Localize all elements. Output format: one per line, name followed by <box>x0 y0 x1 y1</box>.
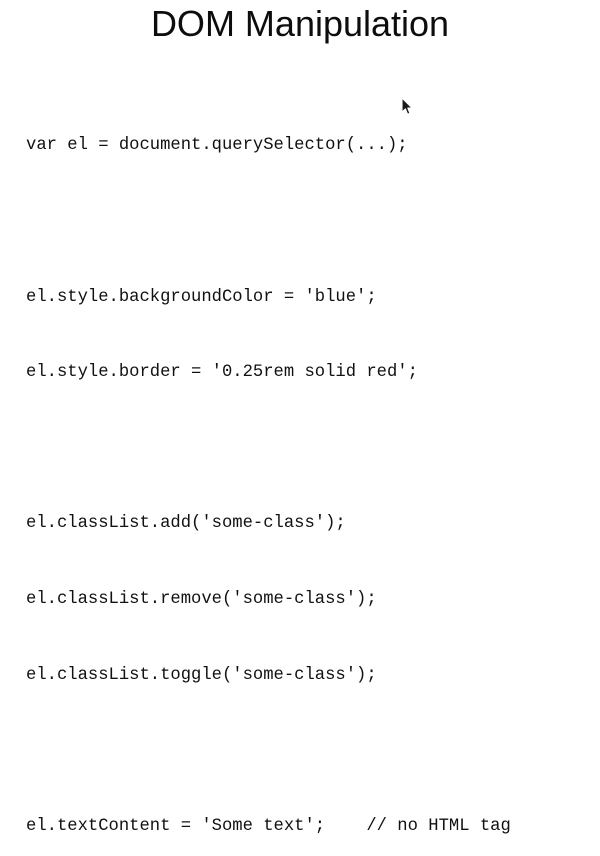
code-line-blank <box>26 209 600 234</box>
slide-canvas: DOM Manipulation var el = document.query… <box>26 3 511 836</box>
code-line-blank <box>26 738 600 763</box>
code-line: el.classList.remove('some-class'); <box>26 589 377 609</box>
code-block: var el = document.querySelector(...); el… <box>26 83 600 856</box>
code-line: el.classList.add('some-class'); <box>26 514 346 534</box>
code-line-blank <box>26 436 600 461</box>
page-title: DOM Manipulation <box>150 3 450 44</box>
code-line: el.classList.toggle('some-class'); <box>26 665 377 685</box>
code-line: el.textContent = 'Some text'; // no HTML… <box>26 816 511 836</box>
code-line: el.style.backgroundColor = 'blue'; <box>26 287 377 307</box>
code-line: el.style.border = '0.25rem solid red'; <box>26 363 418 383</box>
code-line: var el = document.querySelector(...); <box>26 136 408 156</box>
